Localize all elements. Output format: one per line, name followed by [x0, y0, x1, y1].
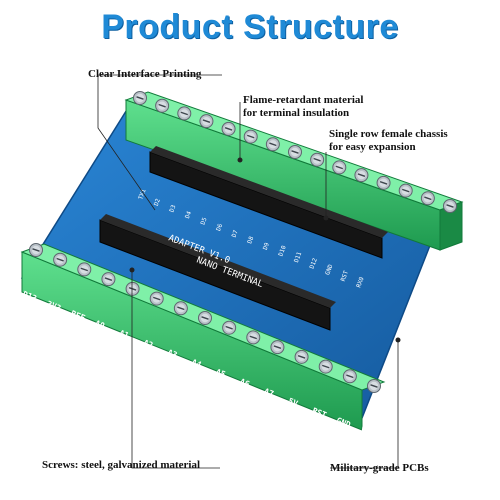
front-screw-9	[222, 320, 237, 335]
front-pin-label: VIN	[359, 426, 376, 440]
front-screw-8	[198, 311, 212, 325]
leader-lines	[97, 74, 399, 469]
back-screw-10	[332, 160, 347, 175]
leader-dot-chassis	[323, 215, 329, 221]
back-screw-5	[221, 121, 236, 136]
front-pin-label: A2	[142, 338, 154, 350]
callout-flame-line1: Flame-retardant material	[243, 94, 364, 106]
front-pin-label: A6	[239, 377, 251, 389]
front-pin-label: A0	[94, 319, 106, 331]
leader-dot-pcb	[395, 337, 401, 343]
callout-screws: Screws: steel, galvanized material	[42, 459, 201, 471]
back-screw-12	[376, 175, 391, 190]
front-screw-12	[294, 349, 309, 364]
front-pin-label: A1	[118, 328, 130, 340]
inner-pin-label: D4	[184, 210, 193, 220]
inner-pin-label: RST	[340, 269, 350, 282]
callout-flame-line2: for terminal insulation	[243, 107, 350, 119]
back-female-header	[149, 146, 388, 259]
leader-pcb	[330, 340, 399, 469]
front-screw-11	[270, 340, 285, 355]
front-pin-label: A3	[166, 348, 178, 360]
back-screw-15	[443, 199, 457, 213]
front-terminal-screws	[29, 243, 381, 393]
leader-dot-flame	[237, 157, 243, 163]
inner-pin-label: TX1	[137, 188, 147, 201]
back-screw-9	[310, 152, 325, 167]
back-screw-2	[155, 98, 170, 113]
inner-pin-label: D8	[246, 235, 255, 245]
back-screw-14	[420, 191, 435, 206]
back-screw-6	[243, 129, 258, 144]
front-screw-1	[29, 243, 43, 257]
inner-pin-label: D2	[153, 197, 162, 207]
back-screw-1	[133, 91, 147, 105]
back-screw-3	[177, 106, 192, 121]
leader-dot-screw	[129, 267, 135, 273]
back-terminal-screws	[133, 91, 457, 213]
front-pin-label: A5	[214, 367, 226, 379]
inner-pin-label: D12	[309, 257, 319, 270]
callout-pcb: Military-grade PCBs	[330, 462, 429, 474]
callout-chassis-line1: Single row female chassis	[329, 128, 448, 140]
callout-flame-retardant: Flame-retardant material for terminal in…	[243, 94, 363, 120]
front-screw-13	[318, 359, 333, 374]
front-screw-5	[125, 281, 140, 296]
callout-chassis-line2: for easy expansion	[329, 141, 416, 153]
front-pin-label: 5V	[287, 396, 299, 408]
callout-interface: Clear Interface Printing	[88, 68, 202, 80]
inner-pin-label: D10	[277, 244, 287, 257]
inner-pin-label: GND	[324, 263, 334, 276]
page-title: Product Structure	[101, 8, 399, 46]
front-screw-2	[53, 252, 68, 267]
front-pin-label: A4	[190, 358, 202, 370]
front-screw-15	[367, 379, 381, 393]
leader-screws	[131, 270, 220, 469]
leader-interface	[97, 74, 222, 211]
back-screw-4	[199, 114, 214, 129]
inner-pin-label: RX0	[355, 276, 365, 289]
inner-pin-label: D6	[215, 223, 224, 233]
front-pin-label: A7	[263, 387, 275, 399]
front-screw-6	[149, 291, 164, 306]
back-screw-11	[354, 168, 369, 183]
front-female-header	[99, 214, 336, 331]
front-screw-7	[173, 301, 188, 316]
front-screw-4	[101, 272, 116, 287]
back-screw-8	[288, 145, 302, 159]
inner-pin-label: D3	[168, 204, 177, 214]
back-screw-7	[265, 137, 280, 152]
inner-pin-label: D5	[200, 216, 209, 226]
inner-pin-label: D9	[262, 241, 271, 251]
front-screw-10	[246, 330, 261, 345]
inner-pin-label: D7	[231, 229, 240, 239]
callout-chassis: Single row female chassis for easy expan…	[329, 128, 448, 154]
back-screw-13	[398, 183, 413, 198]
inner-pin-label: D11	[293, 251, 303, 264]
front-screw-3	[77, 262, 92, 277]
front-screw-14	[342, 369, 357, 384]
